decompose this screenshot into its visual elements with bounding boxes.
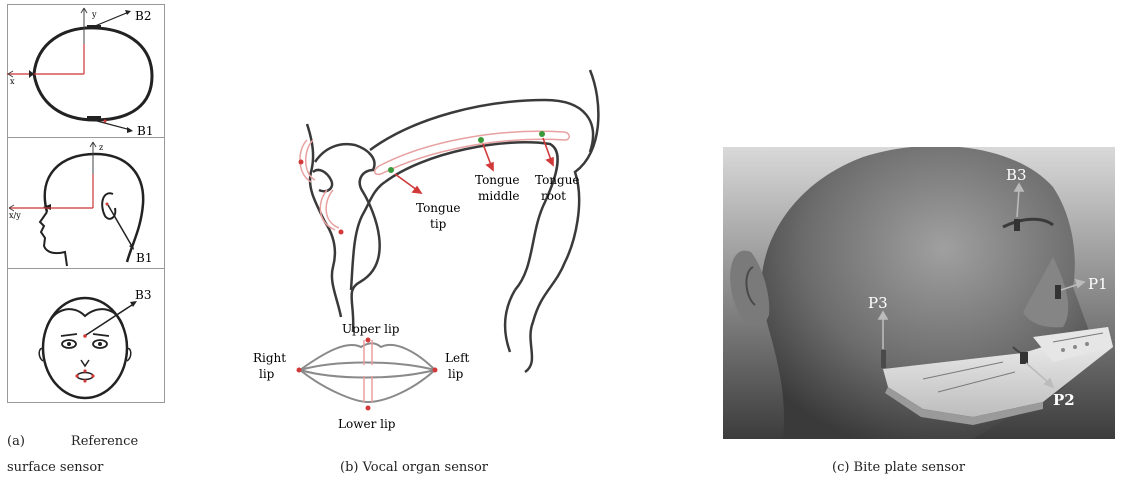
tongue-root-label-2: root (541, 189, 566, 203)
b1-arrow (97, 121, 131, 130)
p3-label: P3 (868, 294, 888, 312)
tongue-root-label-1: Tongue (535, 173, 580, 187)
lower-lip-sensor (339, 230, 344, 235)
right-lip-label-1: Right (253, 351, 286, 365)
lips-diagram (297, 338, 438, 411)
tongue-middle-label-1: Tongue (475, 173, 520, 187)
right-lip-label-2: lip (259, 367, 275, 381)
tongue-tip-label-2: tip (430, 217, 447, 231)
p3-post (881, 350, 886, 368)
upper-lip-sensor (299, 160, 304, 165)
head-side-view (9, 142, 143, 266)
y-axis-label: y (91, 10, 97, 19)
upper-lip-label: Upper lip (342, 322, 400, 336)
b1-label-top: B1 (137, 124, 153, 138)
head-top-view (7, 8, 152, 133)
caption-a-line1: (a) Reference (7, 434, 138, 449)
tongue-middle-sensor (478, 137, 484, 143)
head-front-view (39, 298, 137, 398)
z-axis-label: z (99, 143, 103, 152)
left-lip-label-2: lip (448, 367, 464, 381)
caption-a-line2: surface sensor (7, 460, 103, 475)
caption-c: (c) Bite plate sensor (832, 460, 965, 475)
b3-post (1014, 219, 1020, 231)
top-view-frame (8, 5, 165, 138)
b1-arrow-side (108, 205, 133, 248)
b3-label-front: B3 (135, 288, 151, 302)
x-axis-label: x (10, 77, 15, 86)
vocal-organ-diagram: Tongue tip Tongue middle Tongue root Upp… (245, 62, 665, 437)
side-view-frame (8, 138, 165, 269)
p1-post (1055, 285, 1061, 299)
tongue-tip-label-1: Tongue (416, 201, 461, 215)
bite-plate-render: B3 P1 P3 P2 (723, 147, 1115, 439)
xy-axis-label: x/y (9, 211, 21, 220)
b2-arrow (95, 12, 129, 26)
reference-sensor-panel: B2 B1 y x B1 z x/y B3 (7, 4, 165, 404)
tongue-middle-label-2: middle (478, 189, 520, 203)
left-lip-label-1: Left (445, 351, 470, 365)
p2-post (1020, 352, 1028, 364)
caption-b: (b) Vocal organ sensor (340, 460, 488, 475)
p1-label: P1 (1088, 275, 1108, 293)
caption-a-prefix: (a) (7, 434, 25, 449)
lower-lip-label: Lower lip (338, 417, 396, 431)
b2-label: B2 (135, 9, 151, 23)
tongue-sensor-track (300, 131, 569, 230)
caption-a-word: Reference (71, 434, 138, 449)
tongue-root-sensor (539, 131, 545, 137)
b1-label-side: B1 (136, 251, 152, 265)
p2-label: P2 (1053, 391, 1075, 409)
b3-label: B3 (1006, 166, 1027, 184)
tongue-tip-sensor (388, 167, 394, 173)
